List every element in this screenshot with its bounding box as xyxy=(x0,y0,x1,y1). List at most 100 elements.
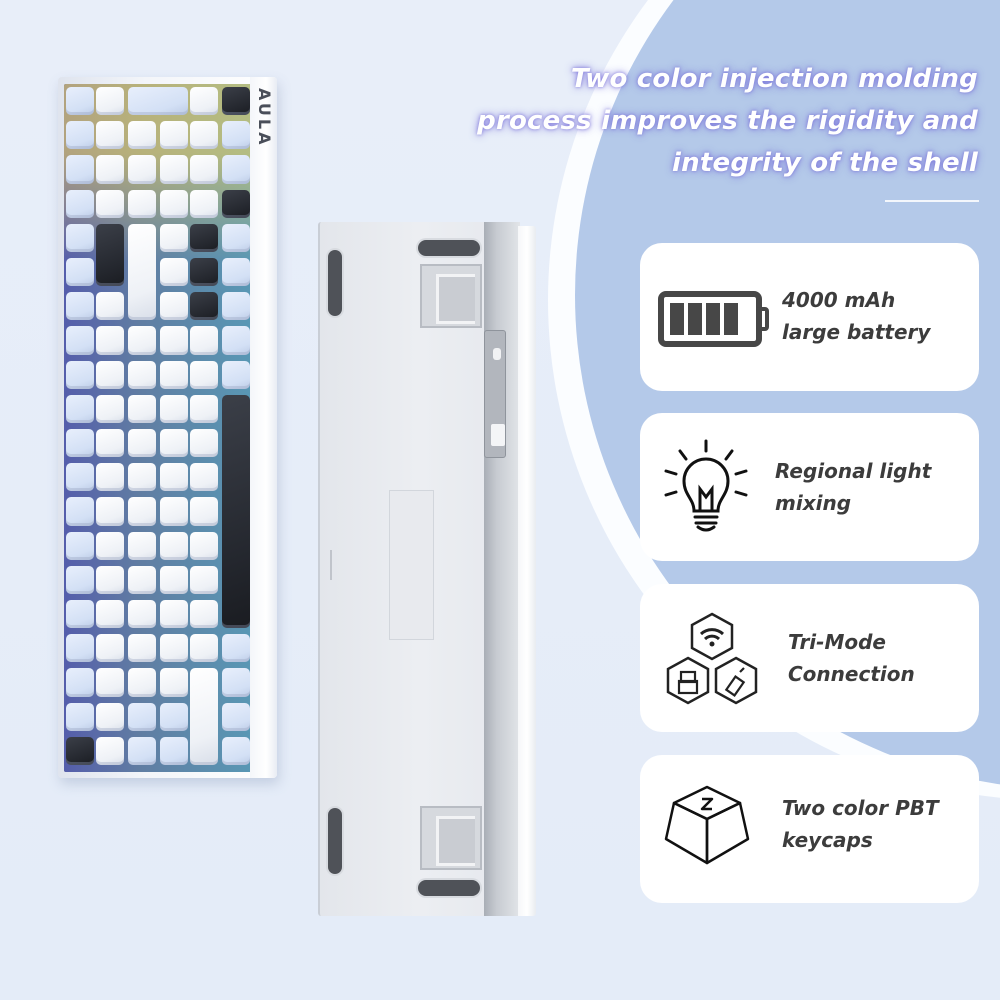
feature-line-1: Two color PBT xyxy=(782,796,939,820)
keycap xyxy=(128,463,156,492)
keycap xyxy=(190,326,218,355)
cable-icon xyxy=(724,667,746,697)
keycap xyxy=(66,497,94,526)
tri-mode-connection-icon xyxy=(666,612,758,705)
bottom-mark xyxy=(330,550,332,580)
keycap xyxy=(222,326,250,355)
rubber-foot-bottom xyxy=(418,880,480,896)
keycap xyxy=(190,223,218,252)
feature-line-2: Connection xyxy=(788,662,915,686)
headline: Two color injection molding process impr… xyxy=(418,58,978,184)
lightbulb-icon xyxy=(664,439,748,532)
keycap xyxy=(222,634,250,663)
keycap xyxy=(190,531,218,560)
keycap xyxy=(190,189,218,218)
keycap xyxy=(190,292,218,321)
keycap xyxy=(66,326,94,355)
keycap xyxy=(190,565,218,594)
headline-line-2: process improves the rigidity and xyxy=(477,106,978,136)
keycap xyxy=(66,87,94,116)
keycap xyxy=(96,565,124,594)
battery-icon xyxy=(658,291,769,347)
keycap xyxy=(128,189,156,218)
usb-receiver-slot xyxy=(491,424,505,446)
keycap xyxy=(160,531,188,560)
keycap xyxy=(128,121,156,150)
kickstand-top xyxy=(420,264,482,328)
keycap xyxy=(96,292,124,321)
mode-switch xyxy=(493,348,501,360)
keycap xyxy=(160,292,188,321)
keycap xyxy=(66,668,94,697)
feature-card-connection: Tri-Mode Connection xyxy=(640,584,979,732)
keycap xyxy=(66,155,94,184)
keycap xyxy=(96,189,124,218)
headline-line-3: integrity of the shell xyxy=(672,148,978,178)
rubber-foot-left-top xyxy=(328,250,342,316)
keycap xyxy=(128,531,156,560)
rubber-foot-left-bottom xyxy=(328,808,342,874)
keycap xyxy=(190,634,218,663)
keycap xyxy=(96,634,124,663)
keycap xyxy=(160,463,188,492)
keycap xyxy=(66,189,94,218)
keycap xyxy=(190,463,218,492)
keycap xyxy=(222,258,250,287)
headline-line-1: Two color injection molding xyxy=(570,64,978,94)
keycap xyxy=(128,223,156,321)
kickstand-bottom xyxy=(420,806,482,870)
keycap xyxy=(66,429,94,458)
rubber-foot-top xyxy=(418,240,480,256)
keycap xyxy=(128,497,156,526)
keycap xyxy=(66,223,94,252)
keycap xyxy=(160,223,188,252)
keycap xyxy=(66,463,94,492)
usb-dongle-icon xyxy=(677,670,699,695)
keycap xyxy=(128,702,156,731)
feature-line-2: mixing xyxy=(775,491,852,515)
keycap xyxy=(222,155,250,184)
keycap xyxy=(160,155,188,184)
keyboard-frame-side xyxy=(250,77,277,778)
keycap xyxy=(190,258,218,287)
keycap xyxy=(222,189,250,218)
headline-divider xyxy=(885,200,979,202)
keycap xyxy=(160,497,188,526)
bottom-label-area xyxy=(389,490,434,640)
keycap xyxy=(96,531,124,560)
keycap xyxy=(160,702,188,731)
keycap xyxy=(128,736,156,765)
keycap xyxy=(160,394,188,423)
keycap xyxy=(160,668,188,697)
keycap xyxy=(66,702,94,731)
keycap xyxy=(222,223,250,252)
keycap xyxy=(66,634,94,663)
keycap xyxy=(222,736,250,765)
keycap xyxy=(96,736,124,765)
keycap xyxy=(190,155,218,184)
keycap xyxy=(190,87,218,116)
feature-card-keycaps: Two color PBT keycaps xyxy=(640,755,979,903)
keycap xyxy=(128,668,156,697)
keycap xyxy=(96,360,124,389)
keycap xyxy=(96,668,124,697)
keycap xyxy=(66,258,94,287)
keycap xyxy=(66,121,94,150)
keycap xyxy=(96,702,124,731)
keycap xyxy=(66,531,94,560)
keycap xyxy=(160,600,188,629)
keycap xyxy=(222,702,250,731)
keycap xyxy=(128,634,156,663)
keycap xyxy=(96,394,124,423)
keycap xyxy=(66,600,94,629)
keycap xyxy=(128,87,188,116)
feature-line-2: keycaps xyxy=(782,828,873,852)
wifi-icon xyxy=(699,628,725,647)
keycap xyxy=(190,360,218,389)
keycap xyxy=(66,292,94,321)
feature-line-1: Regional light xyxy=(775,459,932,483)
keycap xyxy=(160,634,188,663)
keycap xyxy=(190,668,218,765)
keycap xyxy=(160,736,188,765)
keycap xyxy=(222,394,250,629)
